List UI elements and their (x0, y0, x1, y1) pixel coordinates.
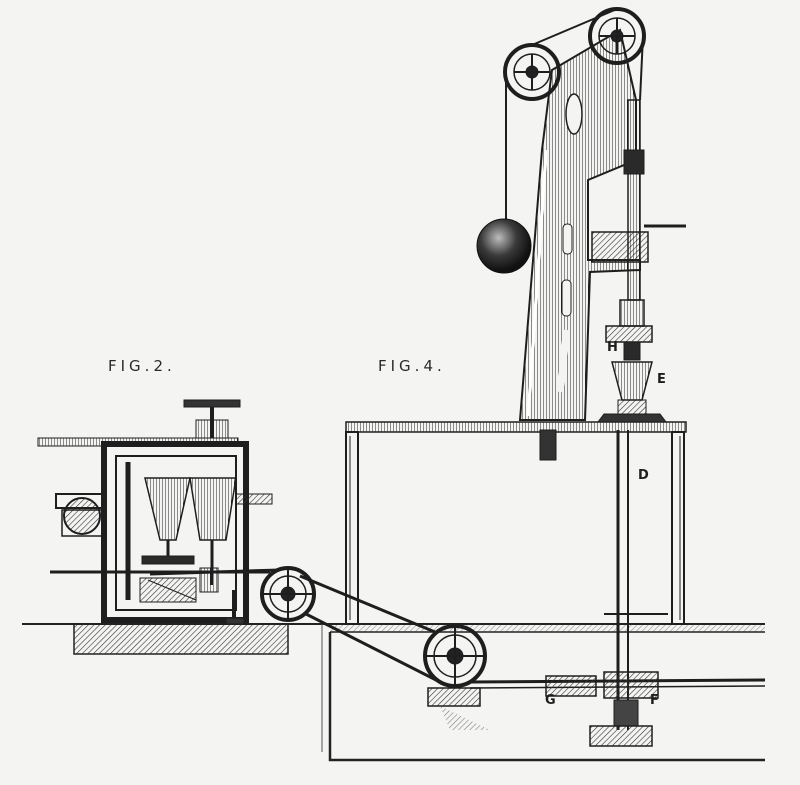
fig2-machine (37, 399, 273, 625)
top-pulleys (503, 7, 646, 222)
part-label-d: D (638, 468, 649, 483)
part-label-g: G (545, 693, 556, 708)
fig2-base-plinth (73, 623, 289, 655)
spindle-assembly (597, 99, 686, 423)
figure-4-label: FIG.4. (378, 357, 446, 375)
fig4-column (518, 28, 649, 421)
figure-2-label: FIG.2. (108, 357, 176, 375)
part-label-h: H (607, 340, 618, 355)
fig4-table-frame (345, 421, 687, 625)
bottom-gearing (545, 671, 659, 747)
pulley-left (260, 566, 316, 622)
part-label-e: E (657, 372, 666, 387)
pulley-lower (423, 624, 490, 730)
counterweight-ball (476, 218, 532, 274)
part-label-f: F (650, 693, 659, 708)
